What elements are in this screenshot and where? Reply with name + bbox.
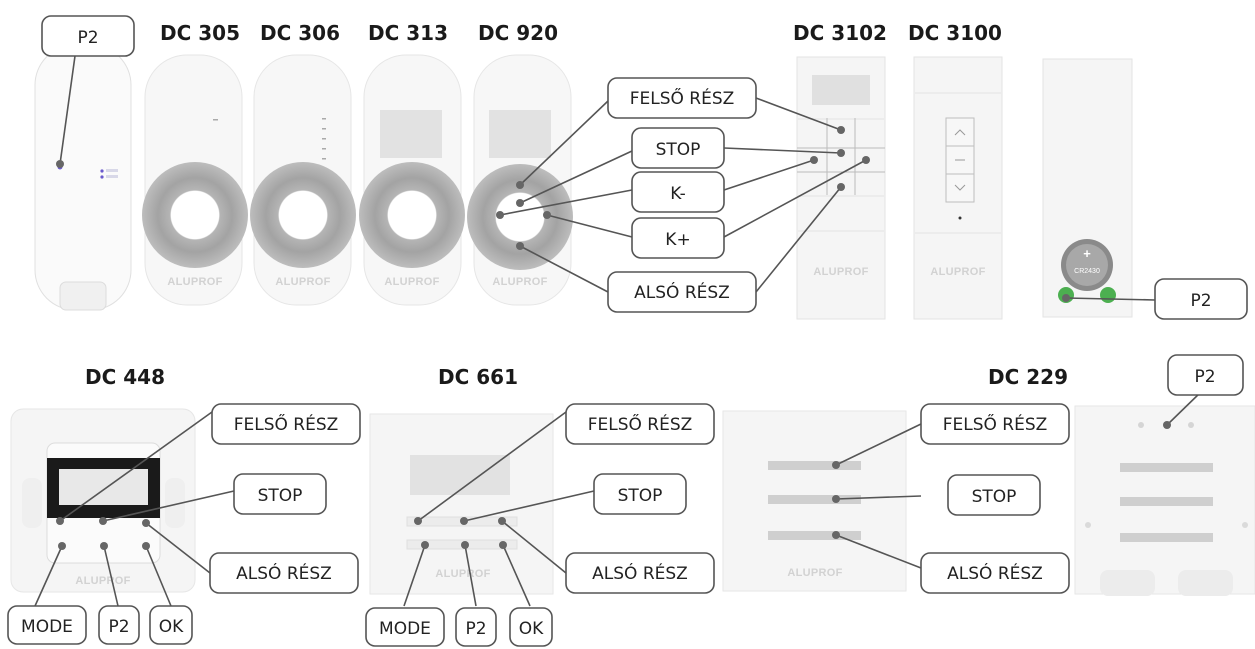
- svg-text:ALSÓ RÉSZ: ALSÓ RÉSZ: [634, 281, 730, 303]
- svg-text:P2: P2: [1190, 291, 1211, 311]
- svg-text:OK: OK: [159, 617, 184, 637]
- brand-logo: ALUPROF: [384, 276, 439, 288]
- svg-text:ALSÓ RÉSZ: ALSÓ RÉSZ: [236, 562, 332, 584]
- brand-logo: ALUPROF: [75, 575, 130, 587]
- label-ok-dc448: OK: [149, 605, 193, 645]
- label-lower-dc229: ALSÓ RÉSZ: [920, 552, 1070, 594]
- svg-text:P2: P2: [108, 617, 129, 637]
- svg-text:FELSŐ RÉSZ: FELSŐ RÉSZ: [630, 87, 735, 109]
- svg-text:MODE: MODE: [21, 617, 73, 637]
- svg-text:FELSŐ RÉSZ: FELSŐ RÉSZ: [234, 413, 339, 435]
- dc305-device: ALUPROF: [142, 54, 248, 306]
- title-dc448: DC 448: [85, 365, 165, 389]
- svg-text:STOP: STOP: [656, 140, 701, 160]
- label-stop-dc448: STOP: [233, 473, 327, 515]
- dc229-back-panel: [1074, 405, 1255, 596]
- svg-text:ALSÓ RÉSZ: ALSÓ RÉSZ: [592, 562, 688, 584]
- label-stop-dc229: STOP: [947, 474, 1041, 516]
- svg-text:P2: P2: [1194, 367, 1215, 387]
- label-lower-dc448: ALSÓ RÉSZ: [209, 552, 359, 594]
- brand-logo: ALUPROF: [275, 276, 330, 288]
- dc920-device: ALUPROF: [467, 54, 573, 306]
- brand-logo: ALUPROF: [167, 276, 222, 288]
- label-p2-dc229: P2: [1167, 354, 1244, 396]
- dc448-device: ALUPROF: [10, 408, 196, 593]
- svg-text:K-: K-: [670, 184, 686, 204]
- svg-text:FELSŐ RÉSZ: FELSŐ RÉSZ: [588, 413, 693, 435]
- label-upper-top: FELSŐ RÉSZ: [607, 77, 757, 119]
- label-p2-remote: P2: [41, 15, 135, 57]
- label-lower-top: ALSÓ RÉSZ: [607, 271, 757, 313]
- svg-text:MODE: MODE: [379, 619, 431, 639]
- title-dc305: DC 305: [160, 21, 240, 45]
- dc306-device: ALUPROF: [250, 54, 356, 306]
- label-upper-dc661: FELSŐ RÉSZ: [565, 403, 715, 445]
- label-mode-dc448: MODE: [7, 605, 87, 645]
- brand-logo: ALUPROF: [930, 266, 985, 278]
- title-dc313: DC 313: [368, 21, 448, 45]
- label-p2-dc448: P2: [98, 605, 140, 645]
- title-dc229: DC 229: [988, 365, 1068, 389]
- brand-logo: ALUPROF: [492, 276, 547, 288]
- label-p2-dc661: P2: [455, 607, 497, 647]
- svg-text:K+: K+: [665, 230, 690, 250]
- label-upper-dc229: FELSŐ RÉSZ: [920, 403, 1070, 445]
- label-p2-battery: P2: [1154, 278, 1248, 320]
- connector-lines: [34, 55, 1204, 607]
- battery-sign: +: [1083, 246, 1091, 261]
- dc3100-device: ALUPROF: [913, 56, 1003, 320]
- label-lower-dc661: ALSÓ RÉSZ: [565, 552, 715, 594]
- svg-text:STOP: STOP: [258, 486, 303, 506]
- title-dc306: DC 306: [260, 21, 340, 45]
- title-dc3102: DC 3102: [793, 21, 887, 45]
- label-k-minus: K-: [631, 171, 725, 213]
- dc313-device: ALUPROF: [359, 54, 465, 306]
- svg-text:P2: P2: [465, 619, 486, 639]
- title-dc920: DC 920: [478, 21, 558, 45]
- label-stop-dc661: STOP: [593, 473, 687, 515]
- label-ok-dc661: OK: [509, 607, 553, 647]
- brand-logo: ALUPROF: [435, 568, 490, 580]
- title-dc3100: DC 3100: [908, 21, 1002, 45]
- svg-text:ALSÓ RÉSZ: ALSÓ RÉSZ: [947, 562, 1043, 584]
- svg-text:FELSŐ RÉSZ: FELSŐ RÉSZ: [943, 413, 1048, 435]
- svg-text:STOP: STOP: [618, 486, 663, 506]
- brand-logo: ALUPROF: [787, 567, 842, 579]
- p2-remote-device: [34, 44, 132, 311]
- label-stop-top: STOP: [631, 127, 725, 169]
- title-dc661: DC 661: [438, 365, 518, 389]
- connector-dots: [56, 126, 1171, 550]
- label-mode-dc661: MODE: [365, 607, 445, 647]
- svg-text:STOP: STOP: [972, 487, 1017, 507]
- svg-text:OK: OK: [519, 619, 544, 639]
- battery-holder-device: + CR2430: [1042, 58, 1133, 318]
- svg-text:P2: P2: [77, 28, 98, 48]
- battery-label: CR2430: [1074, 268, 1100, 275]
- brand-logo: ALUPROF: [813, 266, 868, 278]
- dc229-device: ALUPROF: [722, 410, 907, 592]
- label-k-plus: K+: [631, 217, 725, 259]
- label-upper-dc448: FELSŐ RÉSZ: [211, 403, 361, 445]
